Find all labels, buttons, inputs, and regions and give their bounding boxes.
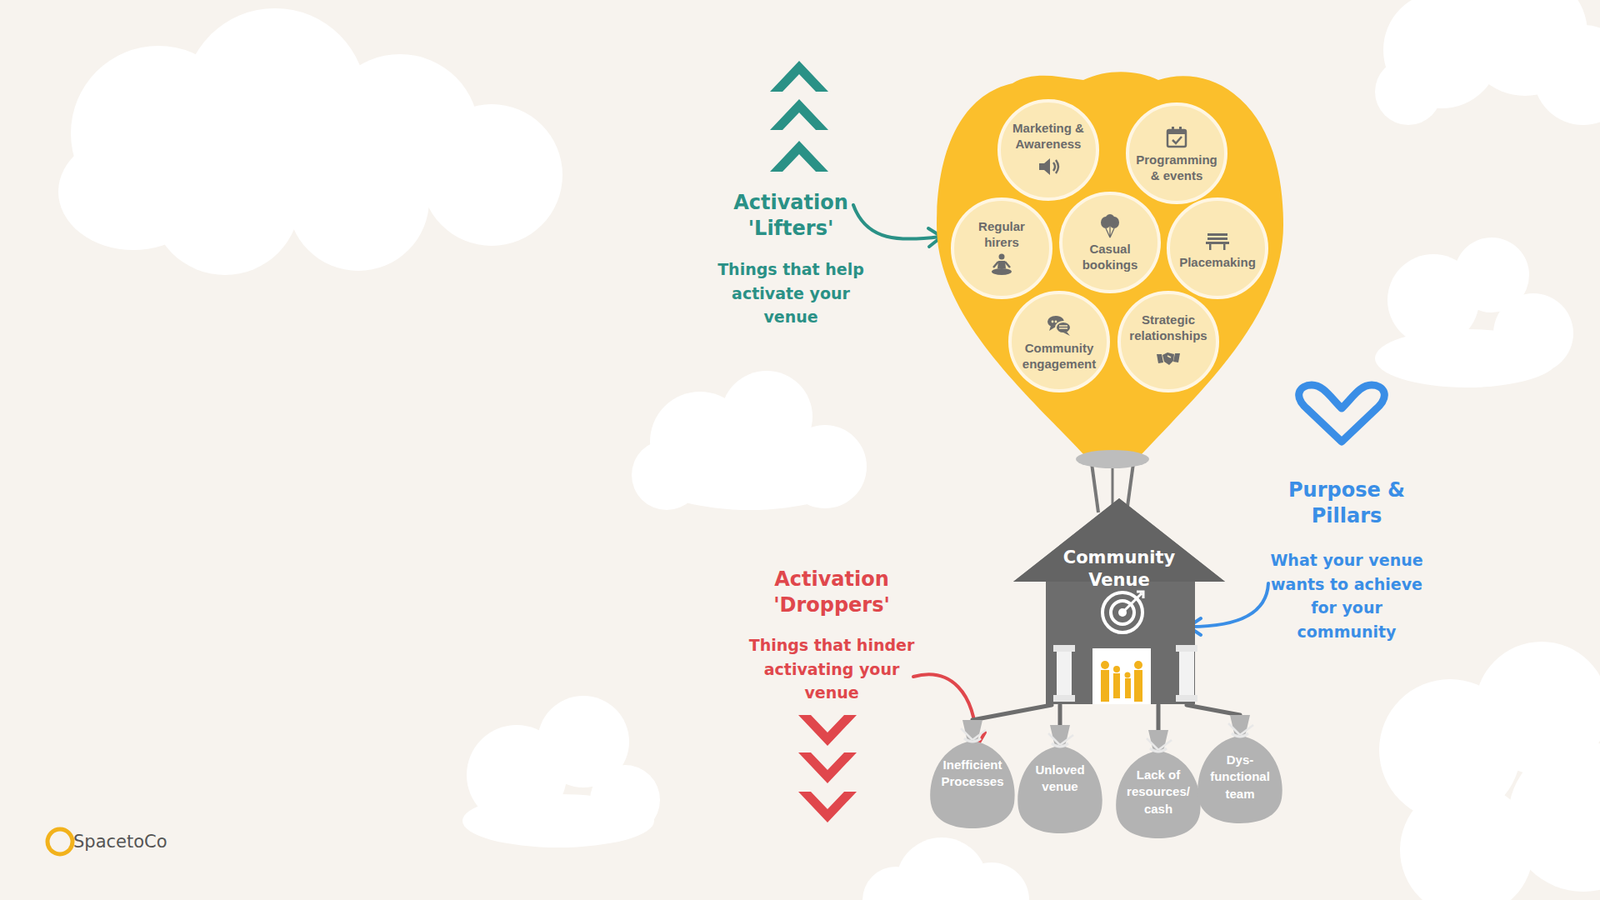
section-title: Activation 'Lifters'	[695, 190, 887, 242]
hanging-rope	[1186, 705, 1240, 715]
circle-icon	[1097, 214, 1123, 240]
activation-circle: Marketing & Awareness	[997, 99, 1100, 201]
clouds	[58, 0, 1600, 900]
up-chevrons	[770, 60, 829, 172]
node-label: Lack of resources/ cash	[1120, 766, 1197, 818]
node-label: Dys- functional team	[1201, 751, 1279, 803]
section-note: Things that help activate your venue	[707, 257, 875, 330]
circle-icon	[1164, 125, 1190, 150]
activation-circle: Programming & events	[1125, 102, 1228, 205]
node-label: Regular hirers	[960, 218, 1043, 251]
hanging-rope	[972, 705, 1052, 720]
activation-circle: Placemaking	[1166, 197, 1269, 300]
dropper-bag: Unloved venue	[1013, 721, 1107, 835]
circle-icon	[1155, 345, 1181, 371]
dropper-bag: Dys- functional team	[1193, 711, 1287, 825]
node-label: Strategic relationships	[1127, 311, 1210, 345]
node-label: Community Venue	[1048, 546, 1190, 593]
hanging-rope	[1156, 705, 1161, 730]
node-label: Casual bookings	[1069, 240, 1151, 274]
section-title: Purpose & Pillars	[1263, 477, 1430, 530]
dropper-bag: Inefficient Processes	[925, 716, 1020, 830]
node-label: Placemaking	[1179, 254, 1256, 271]
venue-house: Community Venue	[1013, 498, 1225, 705]
activation-circle: Casual bookings	[1059, 191, 1161, 294]
dropper-bag: Lack of resources/ cash	[1111, 726, 1205, 840]
bag-shape	[1013, 721, 1107, 835]
node-label: Community engagement	[1018, 340, 1100, 373]
logo-ring	[47, 829, 73, 855]
section-note: What your venue wants to achieve for you…	[1263, 548, 1430, 644]
section-title: Activation 'Droppers'	[740, 566, 924, 619]
circle-icon	[1035, 154, 1061, 180]
activation-circle: Regular hirers	[950, 197, 1053, 300]
bag-shape	[925, 716, 1020, 830]
logo-text: SpacetoCo	[73, 829, 199, 856]
bag-shape	[1193, 711, 1287, 825]
house-shape	[1013, 498, 1225, 705]
heart-icon	[1299, 385, 1385, 442]
down-chevrons	[798, 715, 857, 823]
balloon	[936, 71, 1284, 513]
section-note: Things that hinder activating your venue	[740, 633, 924, 705]
circle-icon	[1046, 313, 1072, 339]
activation-circle: Community engagement	[1008, 290, 1110, 393]
node-label: Programming & events	[1135, 151, 1218, 185]
circle-icon	[989, 252, 1015, 278]
node-label: Marketing & Awareness	[1007, 120, 1090, 153]
node-label: Inefficient Processes	[934, 756, 1011, 791]
node-label: Unloved venue	[1021, 761, 1099, 796]
activation-circle: Strategic relationships	[1117, 290, 1220, 393]
bag-shape	[1111, 726, 1205, 840]
circle-icon	[1205, 227, 1230, 253]
hanging-rope	[1058, 705, 1063, 725]
